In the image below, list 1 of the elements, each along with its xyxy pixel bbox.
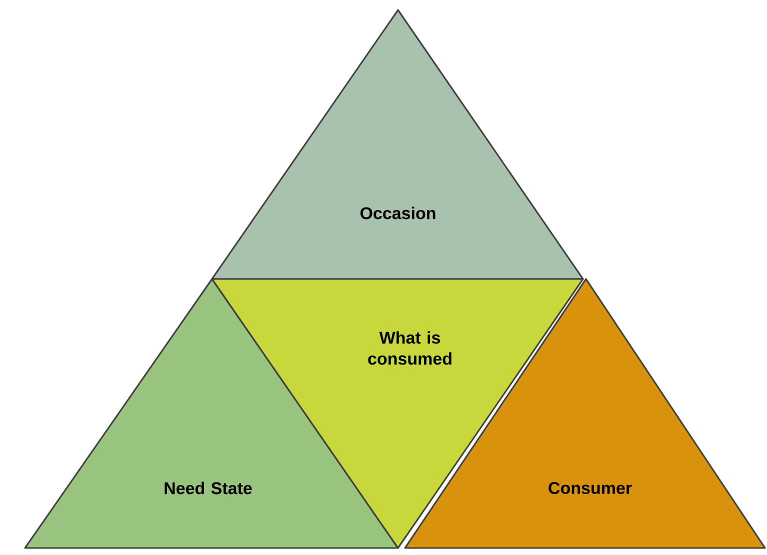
triangle: Occasion [211,9,584,280]
